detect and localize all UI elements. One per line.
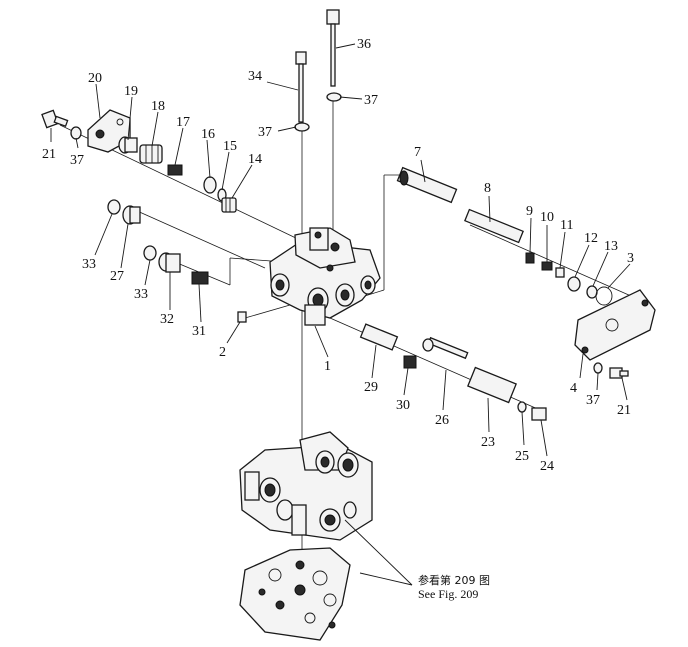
spring-18 [139,144,163,164]
washer-37-left [294,122,310,132]
spool-8 [464,208,524,244]
label-37-right: 37 [586,393,600,408]
bolt-36 [326,9,340,87]
label-4: 4 [570,381,577,396]
plug-27 [122,205,141,225]
label-10: 10 [540,210,554,225]
bolt-21-right [609,367,629,379]
label-11: 11 [560,218,573,233]
label-34: 34 [248,69,262,84]
label-12: 12 [584,231,598,246]
label-37-middle: 37 [258,125,272,140]
label-2: 2 [219,345,226,360]
plug-32 [158,252,181,273]
oring-3 [595,286,613,306]
bolt-34 [295,51,307,123]
label-19: 19 [124,84,138,99]
washer-37-left-bolt [70,126,82,140]
ring-16 [203,176,217,194]
valve-body-part-1 [269,227,381,326]
ring-33-lower [143,245,157,261]
cover-4 [574,289,656,361]
washer-37-right [593,362,603,374]
sleeve-23 [467,366,517,404]
pin-26 [422,336,469,360]
label-37-left: 37 [70,153,84,168]
label-17: 17 [176,115,190,130]
part-12 [567,276,581,292]
part-19 [118,136,138,154]
label-3: 3 [627,251,634,266]
bolt-21-left [41,109,69,129]
part-labels: 21 37 20 19 18 17 16 15 14 34 36 37 37 7… [42,37,634,474]
label-37-upper: 37 [364,93,378,108]
label-23: 23 [481,435,495,450]
washer-37-upper [326,92,342,102]
part-29 [359,323,399,351]
washer-25 [517,401,527,413]
spring-31 [191,271,209,285]
label-36: 36 [357,37,371,52]
lower-valve-body [239,431,373,541]
reference-note-chinese: 参看第 209 图 [418,573,490,587]
label-30: 30 [396,398,410,413]
label-26: 26 [435,413,449,428]
label-24: 24 [540,459,554,474]
bolt-24 [531,407,547,421]
ring-13 [586,285,598,299]
label-27: 27 [110,269,124,284]
label-13: 13 [604,239,618,254]
label-9: 9 [526,204,533,219]
label-1: 1 [324,359,331,374]
label-18: 18 [151,99,165,114]
label-15: 15 [223,139,237,154]
part-30 [403,355,417,369]
base-plate [239,547,351,641]
label-8: 8 [484,181,491,196]
reference-note-english: See Fig. 209 [418,587,478,601]
label-29: 29 [364,380,378,395]
ring-33-upper [107,199,121,215]
label-16: 16 [201,127,215,142]
label-21-right: 21 [617,403,631,418]
label-20: 20 [88,71,102,86]
spool-7 [396,166,458,204]
label-32: 32 [160,312,174,327]
part-9 [525,252,535,264]
label-25: 25 [515,449,529,464]
label-33-upper: 33 [82,257,96,272]
plug-2 [237,311,247,323]
label-33-lower: 33 [134,287,148,302]
spring-10 [541,261,553,271]
label-21-left: 21 [42,147,56,162]
reference-note: 参看第 209 图 See Fig. 209 [418,573,490,601]
part-11 [555,267,565,278]
label-31: 31 [192,324,206,339]
label-7: 7 [414,145,421,160]
leader-lines [50,43,631,586]
part-14 [221,197,237,213]
label-14: 14 [248,152,262,167]
spring-17 [167,164,183,176]
